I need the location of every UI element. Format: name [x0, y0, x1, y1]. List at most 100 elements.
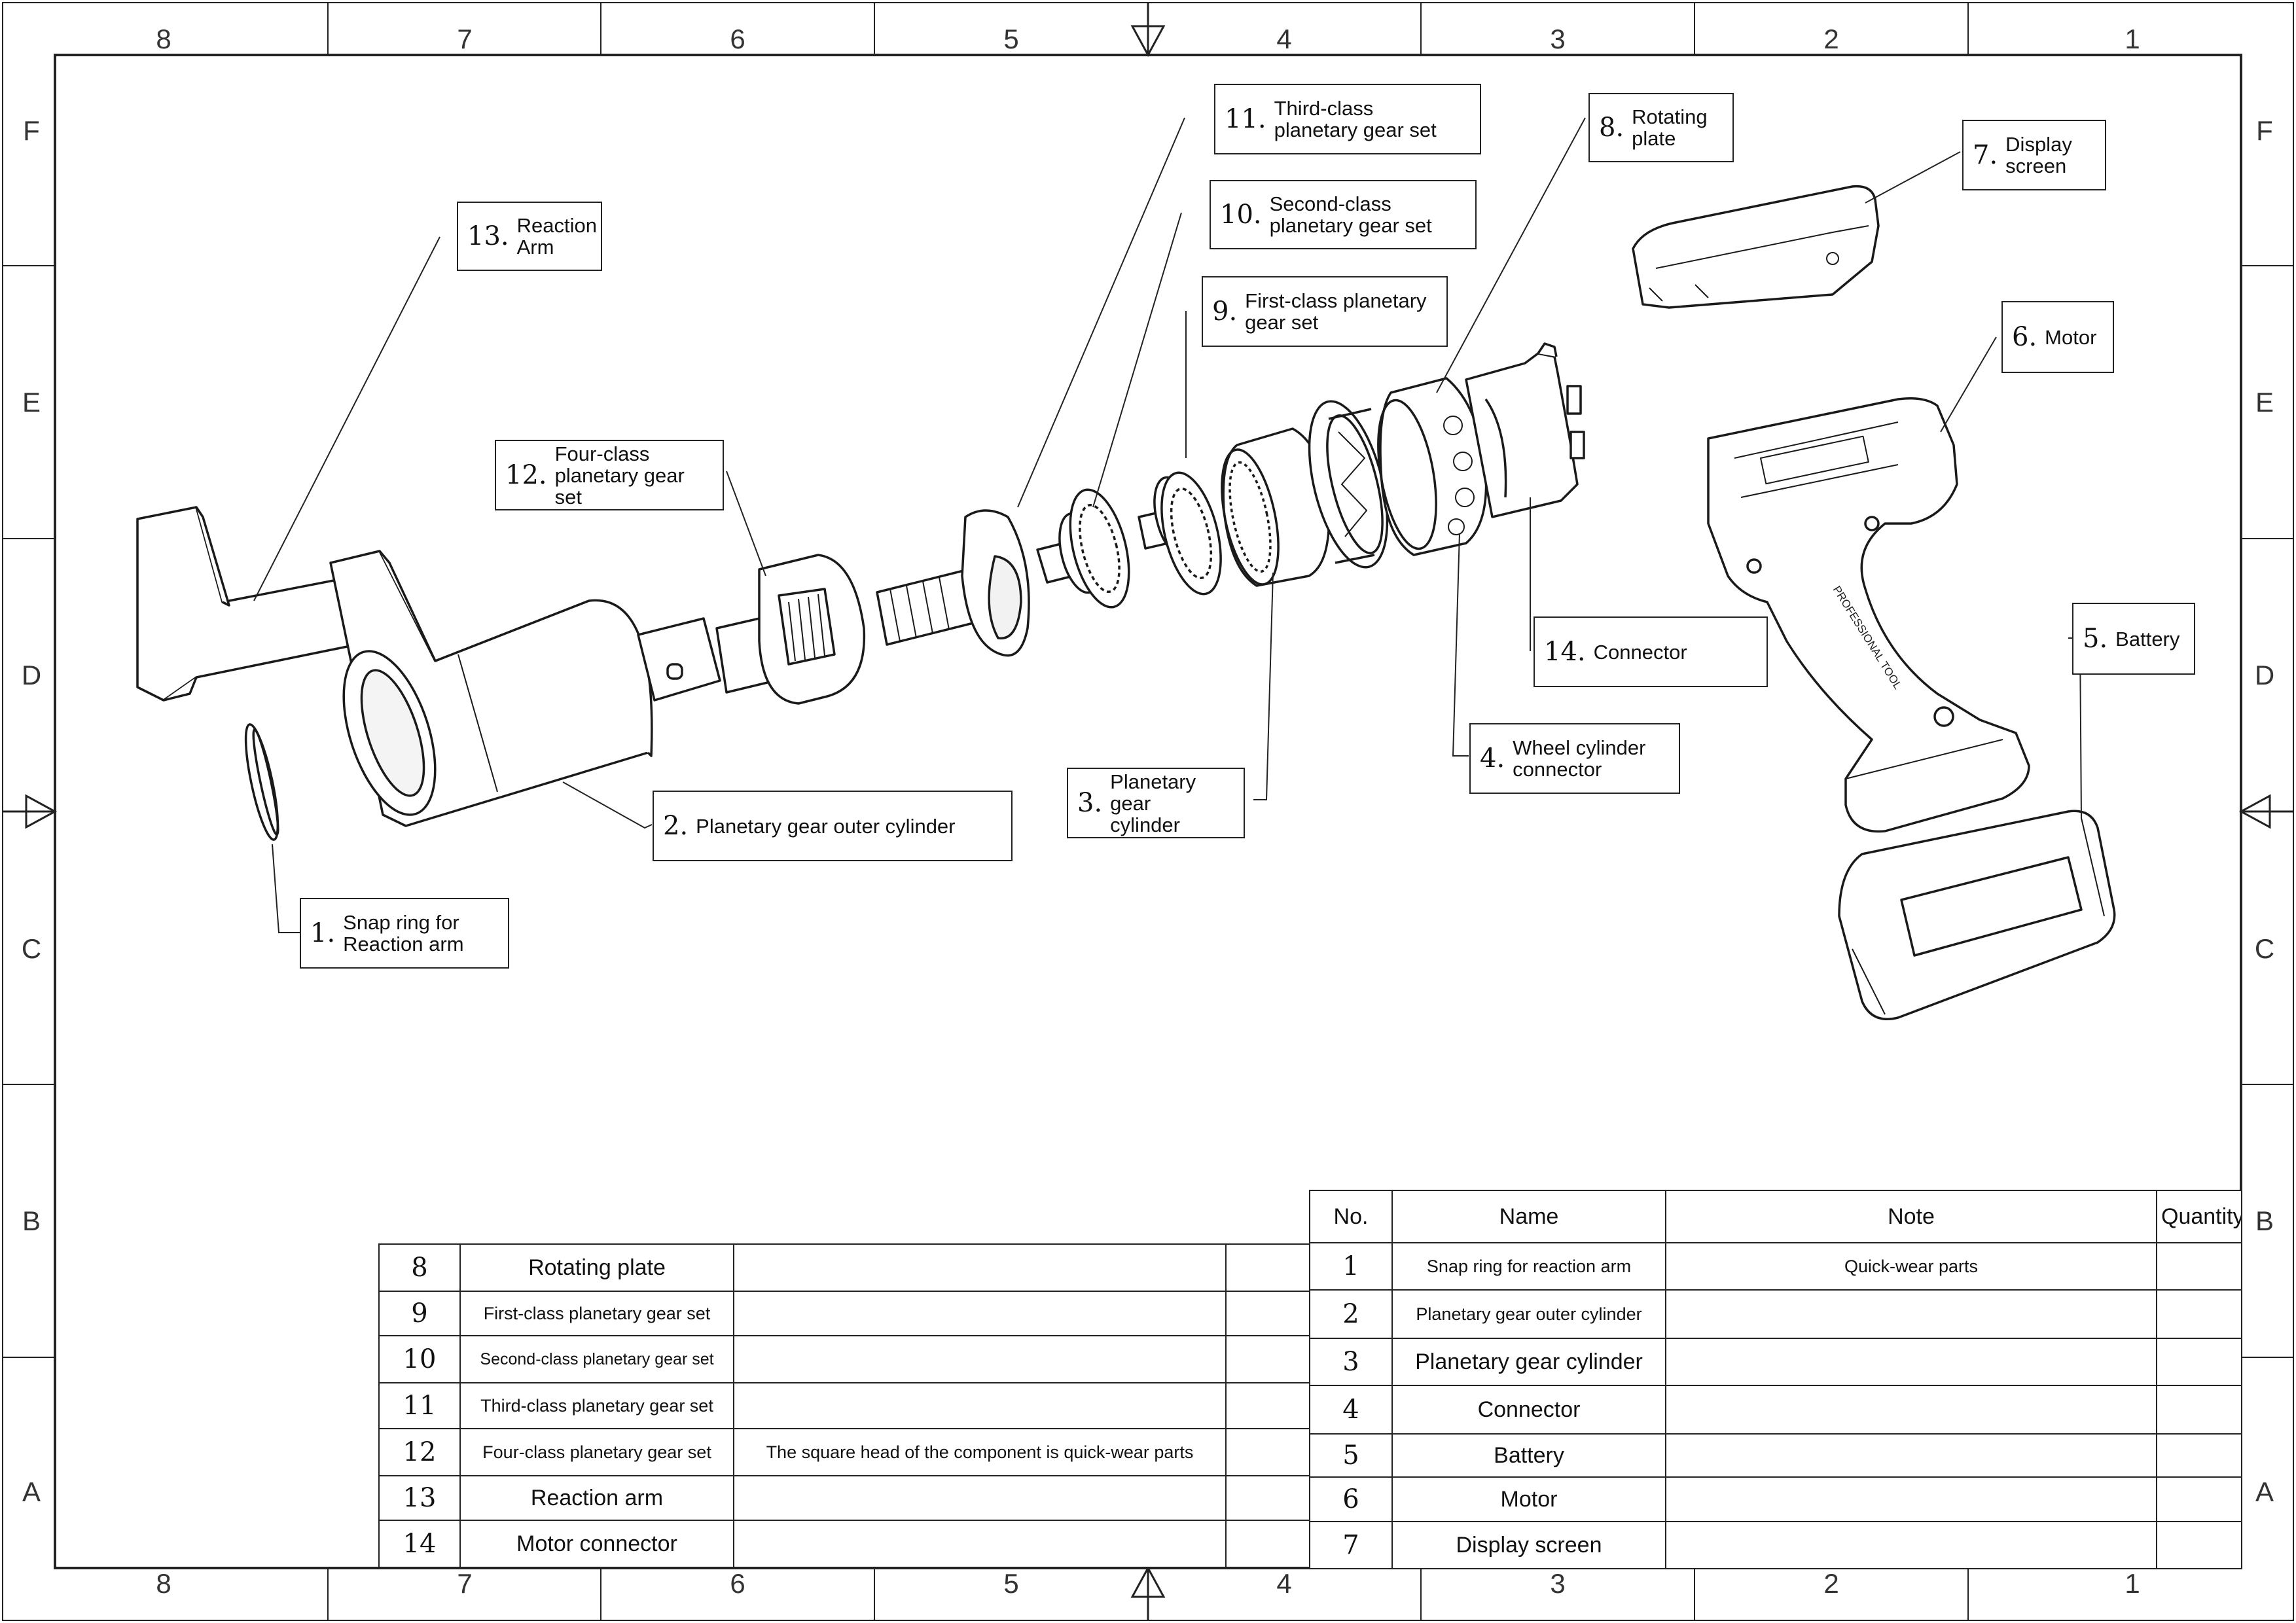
callout-second-class-gear-set: 10. Second-class planetary gear set	[1210, 180, 1477, 249]
callout-text: Rotating plate	[1632, 105, 1708, 150]
part-no: 12	[378, 1428, 461, 1476]
row-label: C	[21, 933, 42, 964]
part-qty	[1225, 1291, 1312, 1336]
second-class-gear-part	[1036, 488, 1130, 609]
callout-number: 7.	[1973, 140, 1998, 170]
column-label: 5	[1003, 1568, 1019, 1599]
table-row: 5 Battery	[1309, 1433, 2242, 1478]
callout-planetary-gear-cylinder: 3. Planetary gear cylinder	[1067, 768, 1245, 838]
column-label: 3	[1550, 1568, 1566, 1599]
part-no: 1	[1309, 1242, 1393, 1291]
four-class-gear-part	[637, 554, 866, 705]
parts-list-left: 8 Rotating plate 9 First-class planetary…	[378, 1243, 1312, 1568]
callout-text: Planetary gear cylinder	[1110, 770, 1196, 836]
callout-connector: 14. Connector	[1534, 616, 1768, 687]
callout-planetary-gear-outer-cylinder: 2. Planetary gear outer cylinder	[653, 791, 1013, 861]
callout-number: 14.	[1544, 637, 1586, 667]
header-quantity: Quantity	[2156, 1190, 2242, 1243]
header-name: Name	[1391, 1190, 1666, 1243]
part-name: Snap ring for reaction arm	[1391, 1242, 1666, 1291]
row-label: B	[2255, 1205, 2274, 1236]
gear-cylinder-part	[1221, 427, 1331, 587]
table-row: 9 First-class planetary gear set	[378, 1291, 1312, 1336]
part-name: Motor connector	[459, 1520, 734, 1568]
part-no: 3	[1309, 1338, 1393, 1386]
column-label: 7	[457, 24, 473, 54]
callout-number: 4.	[1480, 743, 1505, 774]
callout-snap-ring: 1. Snap ring for Reaction arm	[300, 898, 509, 969]
callout-number: 8.	[1599, 113, 1624, 143]
part-qty	[2156, 1289, 2242, 1339]
callout-text: First-class planetary gear set	[1245, 289, 1427, 334]
table-row: 7 Display screen	[1309, 1521, 2242, 1569]
row-label: F	[23, 115, 40, 146]
part-note	[1665, 1385, 2157, 1435]
part-qty	[1225, 1475, 1312, 1521]
part-name: First-class planetary gear set	[459, 1291, 734, 1336]
callout-text: Second-class planetary gear set	[1269, 192, 1432, 237]
table-row: 12 Four-class planetary gear set The squ…	[378, 1428, 1312, 1476]
table-row: 6 Motor	[1309, 1476, 2242, 1522]
outer-cylinder-part	[329, 550, 653, 827]
callout-text: Planetary gear outer cylinder	[696, 814, 956, 838]
part-note	[733, 1475, 1227, 1521]
callout-number: 5.	[2083, 624, 2108, 654]
table-row: 11 Third-class planetary gear set	[378, 1382, 1312, 1429]
callout-wheel-cylinder-connector: 4. Wheel cylinder connector	[1469, 723, 1680, 794]
part-name: Reaction arm	[459, 1475, 734, 1521]
column-label: 5	[1003, 24, 1019, 54]
row-label: E	[2255, 387, 2274, 418]
callout-motor: 6. Motor	[2001, 301, 2114, 373]
row-label: E	[22, 387, 41, 418]
table-row: 1 Snap ring for reaction arm Quick-wear …	[1309, 1242, 2242, 1291]
part-no: 5	[1309, 1433, 1393, 1478]
part-name: Display screen	[1391, 1521, 1666, 1569]
callout-number: 2.	[663, 811, 689, 841]
third-class-gear-part	[876, 509, 1030, 657]
part-qty	[2156, 1433, 2242, 1478]
column-label: 4	[1276, 1568, 1292, 1599]
callout-text: Motor	[2045, 325, 2097, 349]
part-name: Connector	[1391, 1385, 1666, 1435]
reaction-arm-part	[136, 506, 358, 702]
display-screen-part	[1632, 185, 1880, 309]
callout-four-class-gear-set: 12. Four-class planetary gear set	[495, 440, 724, 510]
column-label: 8	[156, 1568, 171, 1599]
part-no: 2	[1309, 1289, 1393, 1339]
table-row: 3 Planetary gear cylinder	[1309, 1338, 2242, 1386]
row-label: A	[22, 1476, 41, 1507]
row-label: C	[2254, 933, 2275, 964]
table-row: 10 Second-class planetary gear set	[378, 1335, 1312, 1383]
header-no: No.	[1309, 1190, 1393, 1243]
part-name: Planetary gear cylinder	[1391, 1338, 1666, 1386]
callout-text: Connector	[1593, 640, 1687, 664]
first-class-gear-part	[1138, 471, 1222, 596]
part-no: 10	[378, 1335, 461, 1383]
snap-ring-part	[244, 723, 279, 841]
part-note	[1665, 1521, 2157, 1569]
part-name: Second-class planetary gear set	[459, 1335, 734, 1383]
part-note	[1665, 1476, 2157, 1522]
table-row: 14 Motor connector	[378, 1520, 1312, 1568]
part-name: Planetary gear outer cylinder	[1391, 1289, 1666, 1339]
callout-display-screen: 7. Display screen	[1962, 120, 2106, 190]
table-row: 8 Rotating plate	[378, 1243, 1312, 1292]
part-qty	[1225, 1243, 1312, 1292]
table-row: 13 Reaction arm	[378, 1475, 1312, 1521]
part-no: 8	[378, 1243, 461, 1292]
centering-marks	[3, 3, 2293, 1620]
callout-battery: 5. Battery	[2072, 603, 2195, 675]
callout-number: 1.	[310, 918, 336, 948]
callout-reaction-arm: 13. Reaction Arm	[457, 202, 602, 271]
column-label: 3	[1550, 24, 1566, 54]
callout-rotating-plate: 8. Rotating plate	[1588, 93, 1734, 162]
part-no: 4	[1309, 1385, 1393, 1435]
parts-list-right: No. Name Note Quantity 1 Snap ring for r…	[1309, 1190, 2242, 1569]
callout-text: Display screen	[2005, 133, 2072, 177]
column-label: 1	[2125, 24, 2140, 54]
part-note	[733, 1382, 1227, 1429]
part-name: Motor	[1391, 1476, 1666, 1522]
callout-text: Four-class planetary gear set	[554, 442, 685, 508]
part-note	[1665, 1289, 2157, 1339]
